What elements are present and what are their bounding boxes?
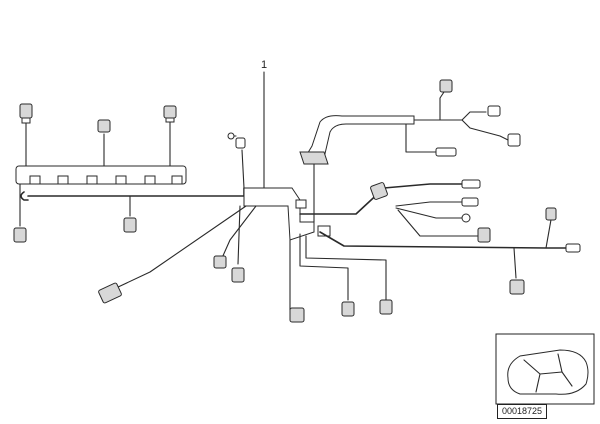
callout-1[interactable]: 1 <box>261 59 267 189</box>
vehicle-thumbnail <box>495 333 595 405</box>
main-trunk <box>20 187 331 241</box>
injector-rail <box>13 103 187 243</box>
upper-right-arm <box>299 79 521 223</box>
left-branches <box>98 132 257 304</box>
part-number-label: 00018725 <box>497 404 547 419</box>
lower-drops <box>289 233 393 323</box>
right-branch-fan <box>299 179 581 295</box>
car-top-view-icon <box>507 349 589 395</box>
callout-1-label: 1 <box>261 59 267 71</box>
